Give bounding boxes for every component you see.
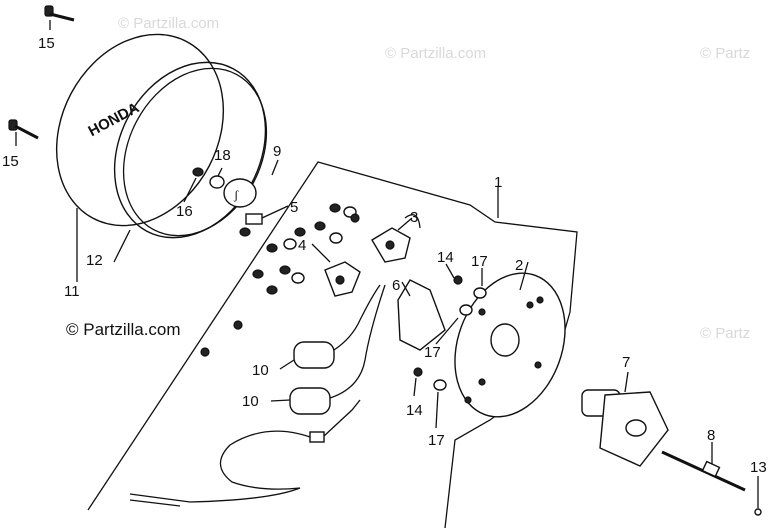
headlight-cover: HONDA: [55, 33, 268, 239]
watermark-main: © Partzilla.com: [66, 320, 181, 339]
callout-5: 5: [290, 199, 298, 216]
callout-17: 17: [424, 344, 441, 361]
assembly-outline: [87, 161, 578, 528]
ball-icon: [754, 508, 762, 516]
breaker-plate: [397, 279, 446, 351]
callout-10: 10: [242, 393, 259, 410]
watermark-faded: © Partzilla.com: [118, 15, 219, 32]
connector-icon: [309, 431, 325, 443]
callout-15: 15: [2, 153, 19, 170]
callout-7: 7: [622, 354, 630, 371]
svg-text:ʃ: ʃ: [233, 187, 239, 202]
callout-18: 18: [214, 147, 231, 164]
callout-17: 17: [471, 253, 488, 270]
screw-icon: [413, 367, 423, 377]
condenser-icon: [289, 284, 386, 415]
callout-14: 14: [437, 249, 454, 266]
leader-lines: [15, 20, 759, 508]
screw-icon: [453, 275, 463, 285]
callout-10: 10: [252, 362, 269, 379]
callout-13: 13: [750, 459, 767, 476]
callout-9: 9: [273, 143, 281, 160]
callout-2: 2: [515, 257, 523, 274]
screw-icon: [44, 5, 75, 22]
governor-icon: [581, 389, 669, 467]
contact-point-icon: [324, 261, 361, 297]
washer-icon: [209, 175, 225, 189]
fastener-icons: [200, 203, 360, 357]
condenser-icon: [293, 284, 381, 369]
callout-11: 11: [64, 283, 80, 300]
watermark-faded: © Partzilla.com: [385, 45, 486, 62]
grommet-icon: ʃ: [223, 178, 257, 208]
callout-15: 15: [38, 35, 55, 52]
callout-3: 3: [410, 209, 418, 226]
watermark-faded: © Partz: [700, 45, 750, 62]
watermark-faded: © Partz: [700, 325, 750, 342]
base-plate: [454, 272, 566, 418]
screw-icon: [8, 119, 39, 140]
contact-point-icon: [371, 214, 421, 263]
callout-1: 1: [494, 174, 502, 191]
washer-icon: [433, 379, 447, 391]
nut-icon: [192, 167, 204, 177]
callout-4: 4: [298, 237, 306, 254]
washer-icon: [473, 287, 487, 299]
washer-icon: [459, 304, 473, 316]
callout-8: 8: [707, 427, 715, 444]
lead-wire: [129, 430, 319, 503]
shaft-icon: [661, 450, 746, 492]
callout-12: 12: [86, 252, 103, 269]
callout-14: 14: [406, 402, 423, 419]
callout-17: 17: [428, 432, 445, 449]
callout-6: 6: [392, 277, 400, 294]
callout-16: 16: [176, 203, 193, 220]
